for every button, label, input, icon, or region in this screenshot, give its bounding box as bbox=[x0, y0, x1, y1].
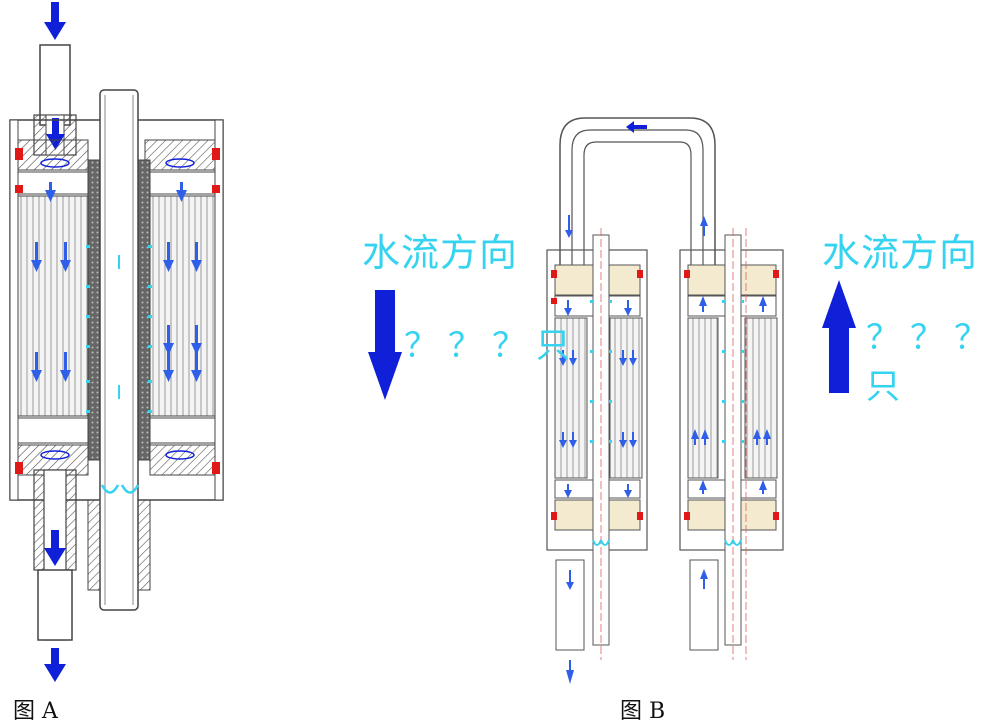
inlet-pipe bbox=[39, 44, 71, 126]
filter-element-left bbox=[17, 195, 89, 417]
flow-arrow-up bbox=[822, 280, 856, 393]
inlet-arrow-top bbox=[44, 2, 66, 40]
flow-arrow-down bbox=[368, 290, 402, 400]
outlet-arrow-bottom bbox=[44, 648, 66, 682]
center-shaft-a bbox=[99, 89, 139, 611]
figure-a-assembly bbox=[9, 2, 224, 682]
flow-unit-label-right: ？？？只 bbox=[866, 318, 998, 407]
figure-a-caption: 图 A bbox=[13, 699, 58, 724]
flow-unit-label-left: ？？？只 bbox=[404, 326, 580, 366]
figure-b-caption: 图 B bbox=[620, 699, 666, 724]
filter-element-right bbox=[149, 195, 216, 417]
flow-direction-title-left: 水流方向 bbox=[362, 231, 519, 275]
unit-b-right bbox=[679, 216, 784, 660]
unit-b-left bbox=[546, 215, 648, 684]
figure-b-assembly bbox=[546, 117, 784, 684]
flow-direction-title-right: 水流方向 bbox=[822, 231, 979, 275]
